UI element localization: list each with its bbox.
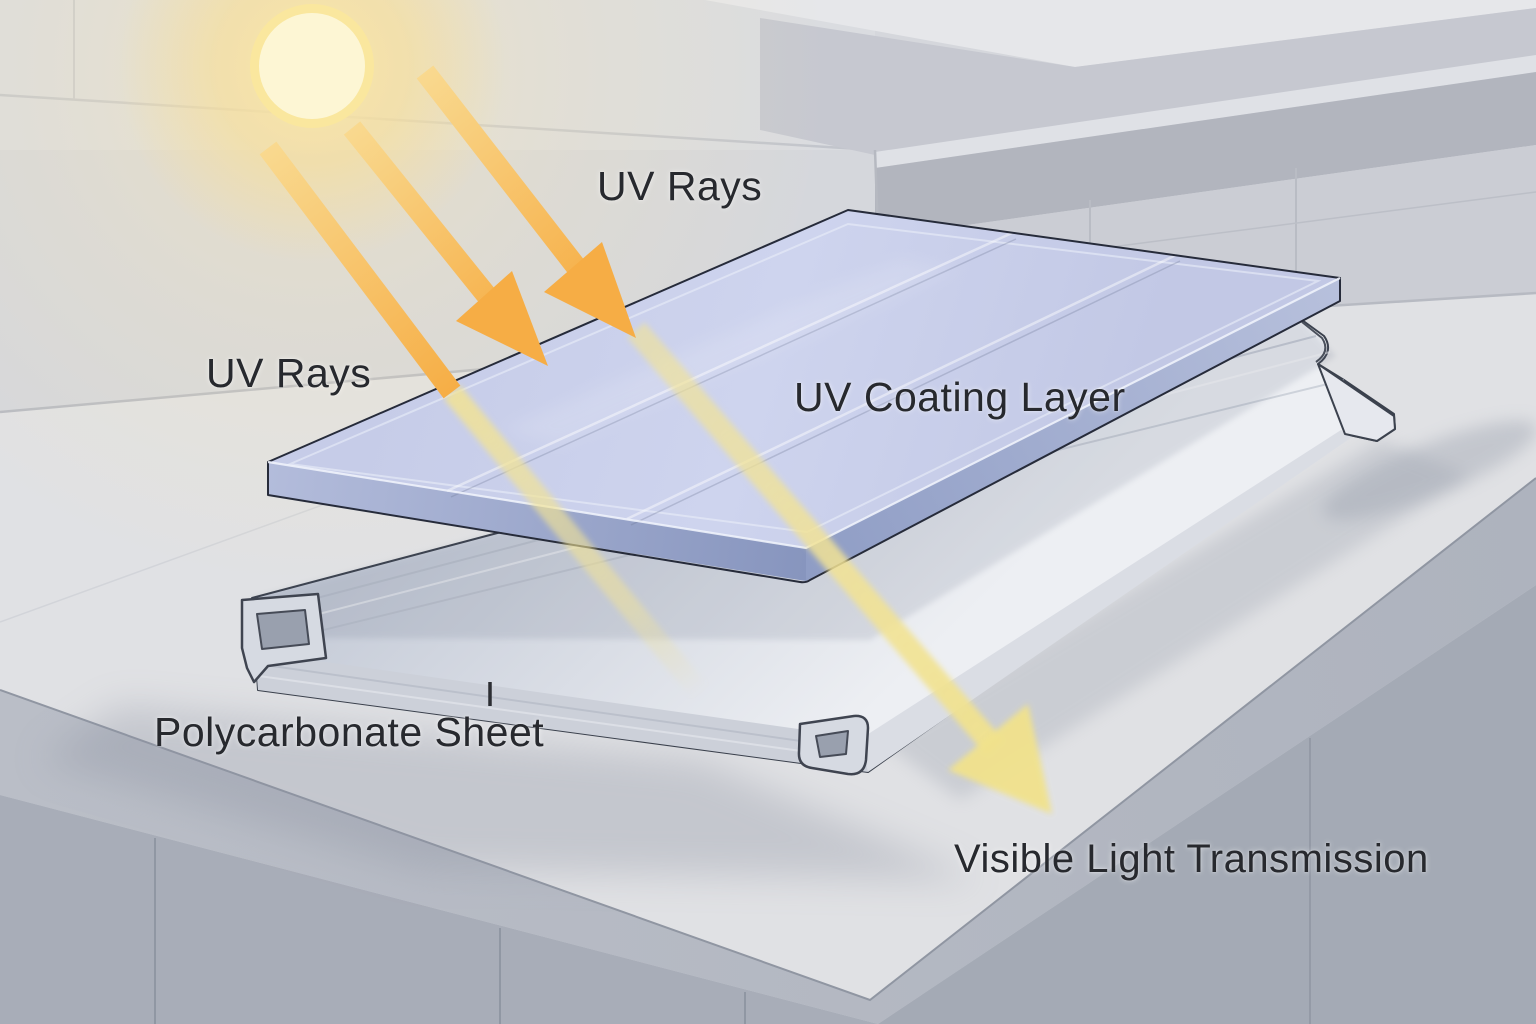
- label-uv-rays-left: UV Rays: [206, 350, 372, 396]
- visible-light-arrow-icon: [948, 704, 1052, 814]
- sheet-edge-flange: [1317, 363, 1396, 442]
- sheet-front-face: [255, 652, 868, 772]
- sheet-channel-front-corner: [797, 714, 870, 776]
- uv-coating-layer-panel: [267, 209, 1341, 584]
- sheet-channel-left-end: [240, 592, 328, 684]
- label-uv-rays-top: UV Rays: [597, 163, 763, 209]
- sheet-right-face: [862, 430, 1352, 772]
- label-polycarbonate-sheet: Polycarbonate Sheet: [154, 709, 545, 755]
- uv-ray-arrow-icons: [259, 65, 636, 399]
- label-uv-coating-layer: UV Coating Layer: [794, 374, 1126, 420]
- label-visible-light-transmission: Visible Light Transmission: [954, 837, 1429, 881]
- transmitted-light-beams: [443, 322, 1004, 756]
